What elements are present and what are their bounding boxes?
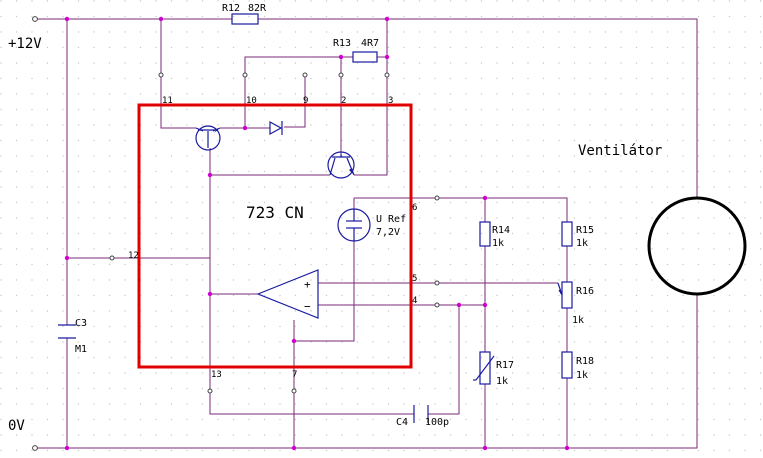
ground-rail-label: 0V	[8, 418, 25, 434]
r16-ref: R16	[576, 286, 594, 297]
c3-value: M1	[75, 344, 87, 355]
pin-label: 11	[162, 96, 173, 106]
c4-value: 100p	[425, 417, 449, 428]
r15-ref: R15	[576, 225, 594, 236]
pin-label: 3	[388, 96, 393, 106]
pin-label: 9	[303, 96, 308, 106]
capacitor-c4: C4 100p	[396, 405, 449, 428]
resistor-r15: R15 1k	[561, 221, 594, 249]
r18-ref: R18	[576, 356, 594, 367]
vref-value: 7,2V	[376, 227, 400, 238]
diode-d1	[269, 120, 283, 136]
r18-value: 1k	[576, 370, 588, 381]
wire-positive-rail-right	[258, 18, 698, 198]
opamp-plus: +	[304, 278, 311, 291]
resistor-r13: R13 4R7	[333, 38, 379, 63]
c4-ref: C4	[396, 417, 408, 428]
transistor-q1	[195, 125, 221, 151]
pin-terminals	[32, 16, 440, 451]
potentiometer-r16: R16 1k	[557, 281, 594, 326]
pin-label: 5	[412, 274, 417, 284]
resistor-r14: R14 1k	[479, 221, 510, 249]
pin-label: 6	[412, 203, 417, 213]
pin-label: 10	[246, 96, 257, 106]
positive-rail-label: +12V	[8, 36, 42, 52]
r15-value: 1k	[576, 238, 588, 249]
capacitor-c3: C3 M1	[58, 318, 87, 355]
fan-motor: Ventilátor	[578, 143, 747, 296]
resistor-r12: R12 82R	[222, 3, 267, 25]
r17-value: 1k	[496, 376, 508, 387]
r16-value: 1k	[572, 315, 584, 326]
transistor-q2	[327, 151, 355, 179]
c3-ref: C3	[75, 318, 87, 329]
r14-ref: R14	[492, 225, 510, 236]
r13-value: 4R7	[361, 38, 379, 49]
ic-pin-labels: 11 10 9 2 3 6 12 5 4 13 7	[128, 96, 417, 380]
wires	[35, 18, 698, 449]
r14-value: 1k	[492, 238, 504, 249]
vref-label: U Ref	[376, 214, 406, 225]
terminal-positive	[32, 16, 38, 22]
r17-ref: R17	[496, 360, 514, 371]
voltage-reference: U Ref 7,2V	[337, 208, 406, 242]
pin-label: 12	[128, 251, 139, 261]
resistor-r18: R18 1k	[561, 351, 594, 381]
resistor-r17: R17 1k	[473, 351, 514, 387]
terminal-ground	[32, 445, 38, 451]
r12-ref: R12	[222, 3, 240, 14]
fan-label: Ventilátor	[578, 143, 662, 159]
pin-label: 7	[292, 370, 297, 380]
junction-nodes	[64, 16, 570, 451]
wire-ground-rail	[35, 294, 698, 449]
opamp-minus: −	[304, 300, 311, 313]
opamp: + −	[256, 269, 319, 319]
ic-name: 723 CN	[246, 203, 304, 222]
r12-value: 82R	[248, 3, 267, 14]
r13-ref: R13	[333, 38, 351, 49]
pin-label: 2	[341, 96, 346, 106]
pin-label: 4	[412, 296, 417, 306]
ic-outline	[137, 103, 413, 369]
pin-label: 13	[211, 370, 222, 380]
